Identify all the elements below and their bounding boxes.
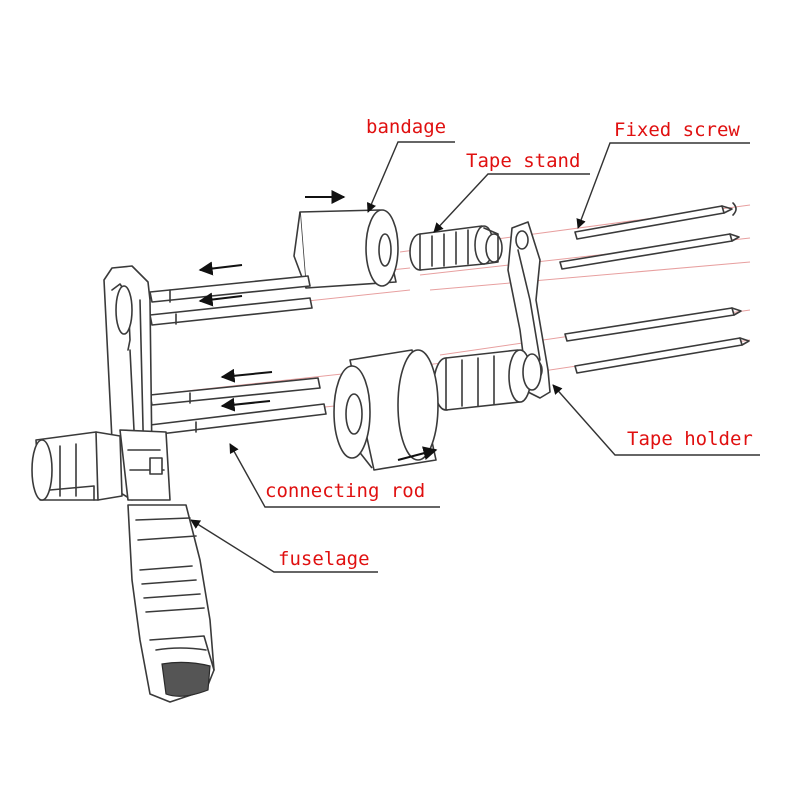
fixed-screw-2 — [559, 233, 740, 270]
fixed-screw-4 — [574, 337, 750, 374]
leader-fixed-screw — [576, 142, 750, 229]
fixed-screw-3 — [564, 307, 742, 342]
label-tape-stand: Tape stand — [466, 150, 580, 172]
fixed-screw-1 — [574, 202, 737, 240]
motion-arrows — [198, 190, 438, 461]
leader-connecting-rod — [229, 443, 440, 508]
upper-bandage-roll — [293, 209, 399, 289]
lower-bandage-roll — [333, 349, 439, 471]
arrow-icon — [220, 397, 271, 412]
label-tape-holder: Tape holder — [627, 428, 753, 450]
label-connecting-rod: connecting rod — [265, 480, 425, 502]
label-fixed-screw: Fixed screw — [614, 119, 740, 141]
lower-tape-holder — [433, 349, 542, 411]
leader-fuselage — [190, 519, 378, 573]
labels: bandage Tape stand Fixed screw Tape hold… — [265, 116, 753, 570]
label-bandage: bandage — [366, 116, 446, 138]
upper-tape-stand — [409, 225, 503, 271]
leader-tape-holder — [552, 384, 760, 456]
arrow-icon — [220, 368, 273, 383]
arrow-icon — [198, 261, 243, 276]
leader-tape-stand — [433, 173, 590, 233]
arrow-icon — [397, 446, 438, 461]
label-fuselage: fuselage — [278, 548, 370, 570]
fuselage — [31, 265, 215, 703]
connecting-rods — [149, 275, 327, 436]
fixed-screws — [559, 202, 750, 374]
leader-bandage — [366, 141, 455, 213]
leader-lines — [190, 141, 760, 573]
arrow-icon — [198, 292, 243, 307]
tape-holder-bracket — [507, 221, 551, 399]
